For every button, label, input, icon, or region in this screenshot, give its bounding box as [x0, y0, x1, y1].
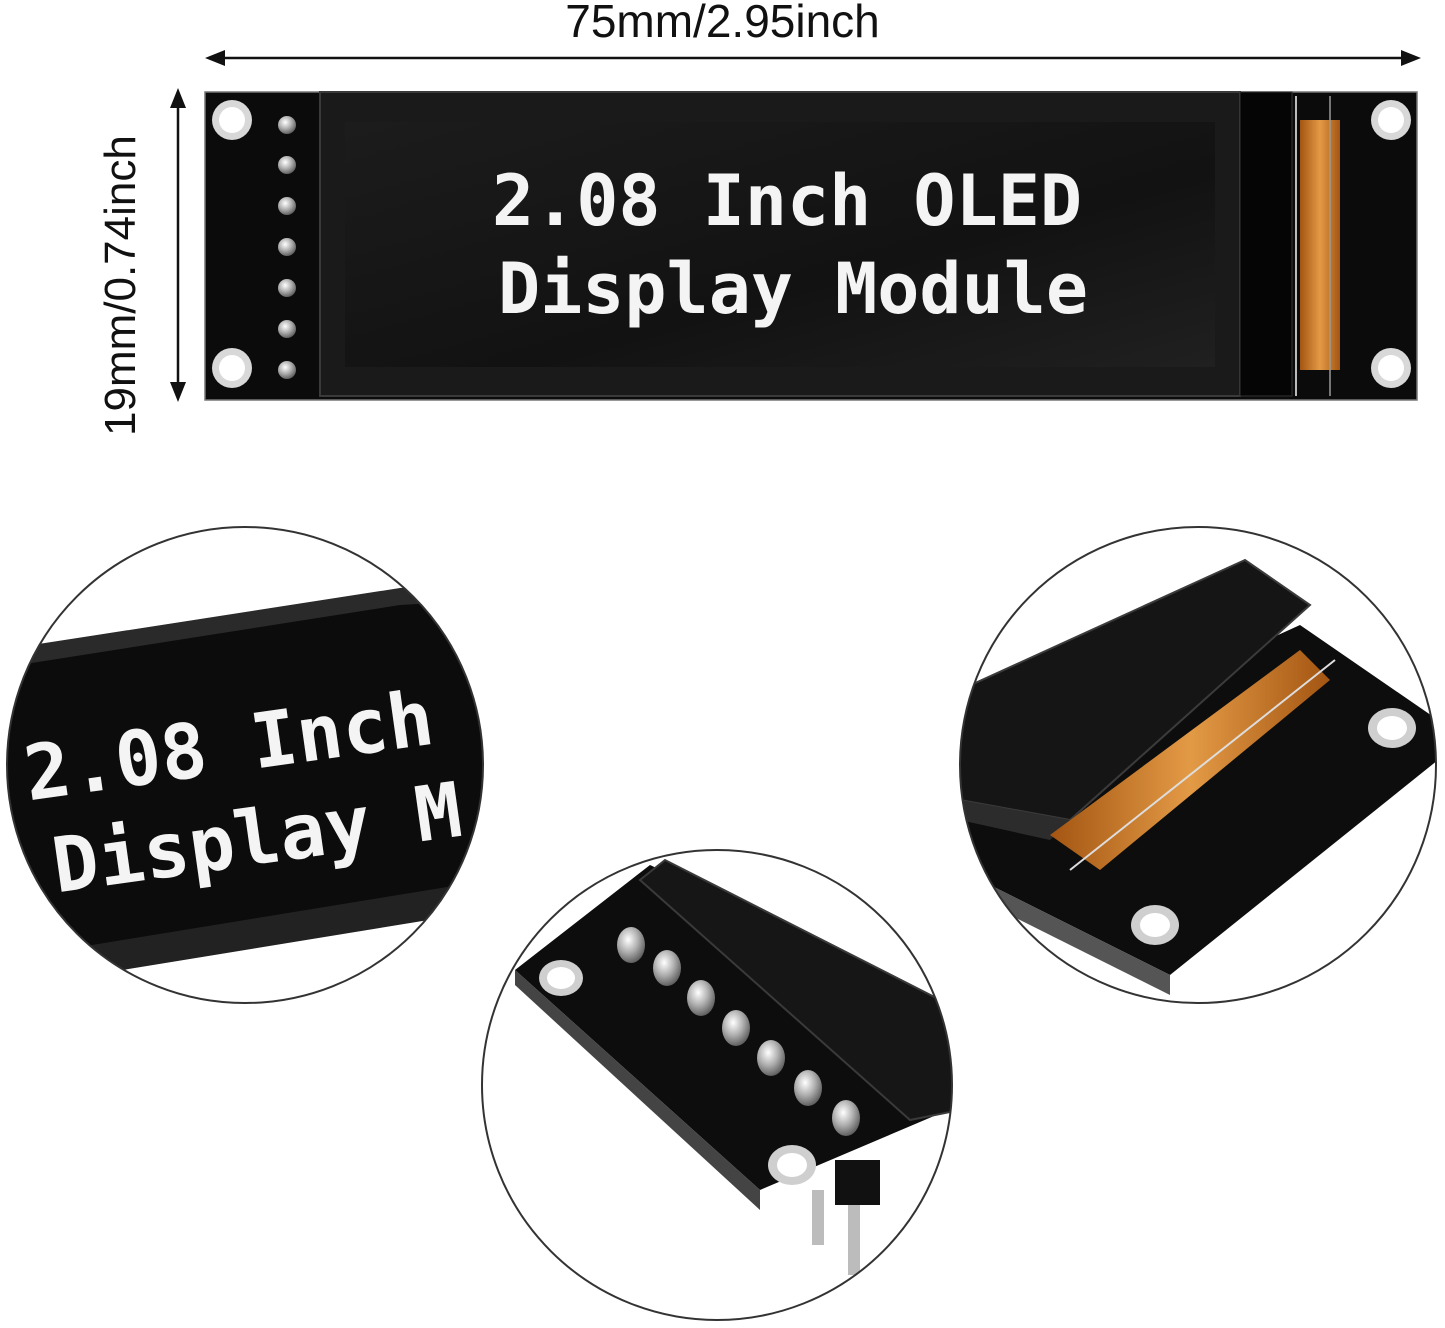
mount-hole-icon — [212, 348, 252, 388]
mount-hole-icon — [1131, 905, 1179, 945]
mount-hole-icon — [768, 1145, 816, 1185]
flex-cable — [1300, 120, 1340, 370]
mount-hole-icon — [212, 100, 252, 140]
mount-hole-icon — [1371, 100, 1411, 140]
oled-screen — [345, 122, 1215, 367]
width-dimension-label: 75mm/2.95inch — [565, 0, 880, 47]
height-arrow-icon — [170, 88, 186, 402]
zoom-circle-flex-closeup — [959, 526, 1437, 1004]
screen-text-line2: Display Module — [498, 248, 1088, 330]
header-pins — [617, 927, 860, 1136]
mount-hole-icon — [1371, 348, 1411, 388]
mount-hole-icon — [1368, 708, 1416, 748]
screen-text-line1: 2.08 Inch OLED — [492, 160, 1082, 242]
zoom-circle-text-closeup: 2.08 Inch Display M — [6, 526, 484, 1004]
zoom-circle-pins-closeup — [481, 849, 953, 1321]
oled-module-board: 2.08 Inch OLED Display Module — [204, 91, 1418, 401]
flex-cable — [1050, 650, 1330, 870]
width-arrow-icon — [205, 50, 1421, 66]
header-pins — [278, 116, 296, 379]
mount-hole-icon — [539, 960, 583, 996]
